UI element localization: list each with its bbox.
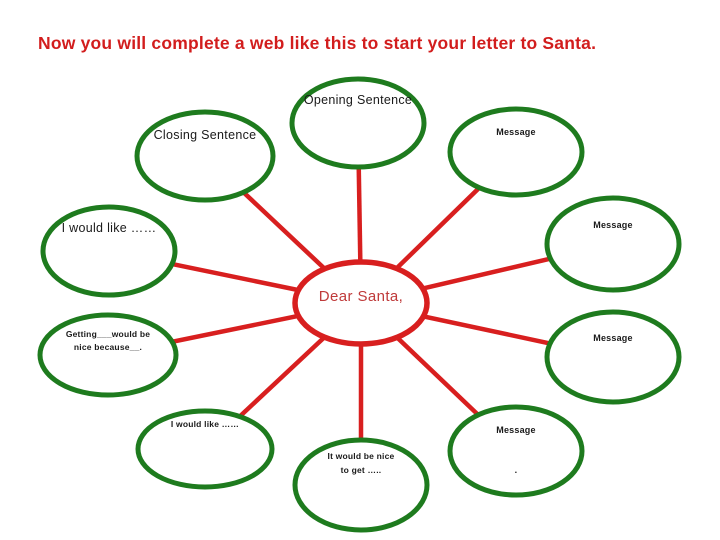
node-label-message-top-right: Message [496,127,535,137]
node-label-it-would-be-nice-line1: It would be nice [328,451,395,461]
node-label-message-bottom-right-period: . [515,465,518,475]
node-ellipse-it-would-be-nice [292,437,430,533]
node-label-it-would-be-nice-line2: to get ….. [341,465,382,475]
node-message-top-right: Message [447,106,585,198]
node-closing-sentence: Closing Sentence [134,109,276,203]
node-label-getting-line2: nice because__. [74,342,142,352]
node-opening-sentence: Opening Sentence [289,76,427,170]
node-message-right-lower: Message [544,309,682,405]
node-ellipse-i-would-like-bottom [135,408,275,490]
hub-label-dear-santa: Dear Santa, [319,288,403,305]
node-label-message-bottom-right: Message [496,425,535,435]
page-title: Now you will complete a web like this to… [38,33,597,53]
node-message-bottom-right: Message . [447,404,585,498]
node-label-message-right-lower: Message [593,333,632,343]
node-ellipse-opening-sentence [289,76,427,170]
node-ellipse-message-right-upper [544,195,682,293]
node-getting-would-be-nice: Getting___would be nice because__. [37,312,179,398]
node-i-would-like-left: I would like …… [40,204,178,298]
node-dear-santa-hub: Dear Santa, [292,259,430,347]
node-it-would-be-nice: It would be nice to get ….. [292,437,430,533]
node-label-opening-sentence: Opening Sentence [304,93,412,107]
node-ellipse-i-would-like-left [40,204,178,298]
node-ellipse-message-bottom-right [447,404,585,498]
hub-ellipse [292,259,430,347]
node-label-i-would-like-left: I would like …… [62,221,157,235]
node-ellipse-message-right-lower [544,309,682,405]
node-ellipse-message-top-right [447,106,585,198]
node-label-i-would-like-bottom: I would like …… [171,419,239,429]
node-ellipse-getting-would-be-nice [37,312,179,398]
node-message-right-upper: Message [544,195,682,293]
node-label-getting-line1: Getting___would be [66,329,150,339]
node-i-would-like-bottom: I would like …… [135,408,275,490]
node-ellipse-closing-sentence [134,109,276,203]
node-label-closing-sentence: Closing Sentence [154,128,257,142]
node-label-message-right-upper: Message [593,220,632,230]
